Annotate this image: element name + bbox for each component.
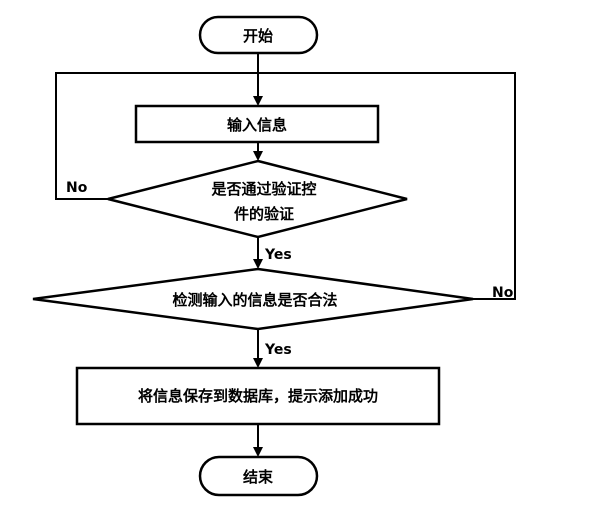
captcha-yes-label: Yes [264, 247, 292, 263]
end-node [198, 455, 319, 497]
edge-captcha-no-loop [55, 72, 258, 200]
edge-valid-no-loop [258, 72, 516, 300]
arrow-captcha-yes [253, 259, 263, 269]
captcha-decision-label-line1: 是否通过验证控 [210, 180, 316, 198]
arrow-save-to-end [253, 447, 263, 457]
save-process-label: 将信息保存到数据库，提示添加成功 [138, 387, 378, 405]
input-process-label: 输入信息 [227, 116, 287, 134]
captcha-decision-node [107, 159, 408, 239]
captcha-decision-label-line2: 件的验证 [234, 205, 294, 223]
end-node-label: 结束 [243, 468, 274, 486]
arrow-input-to-captcha [253, 151, 263, 161]
save-process-node [75, 366, 441, 426]
input-process-node [134, 104, 380, 144]
start-node-label: 开始 [243, 27, 273, 45]
arrow-valid-yes [253, 358, 263, 368]
valid-no-label: No [492, 285, 514, 301]
arrow-start-to-input [253, 96, 263, 106]
validity-decision-label: 检测输入的信息是否合法 [172, 291, 337, 309]
valid-yes-label: Yes [264, 342, 292, 358]
captcha-no-label: No [66, 180, 88, 196]
